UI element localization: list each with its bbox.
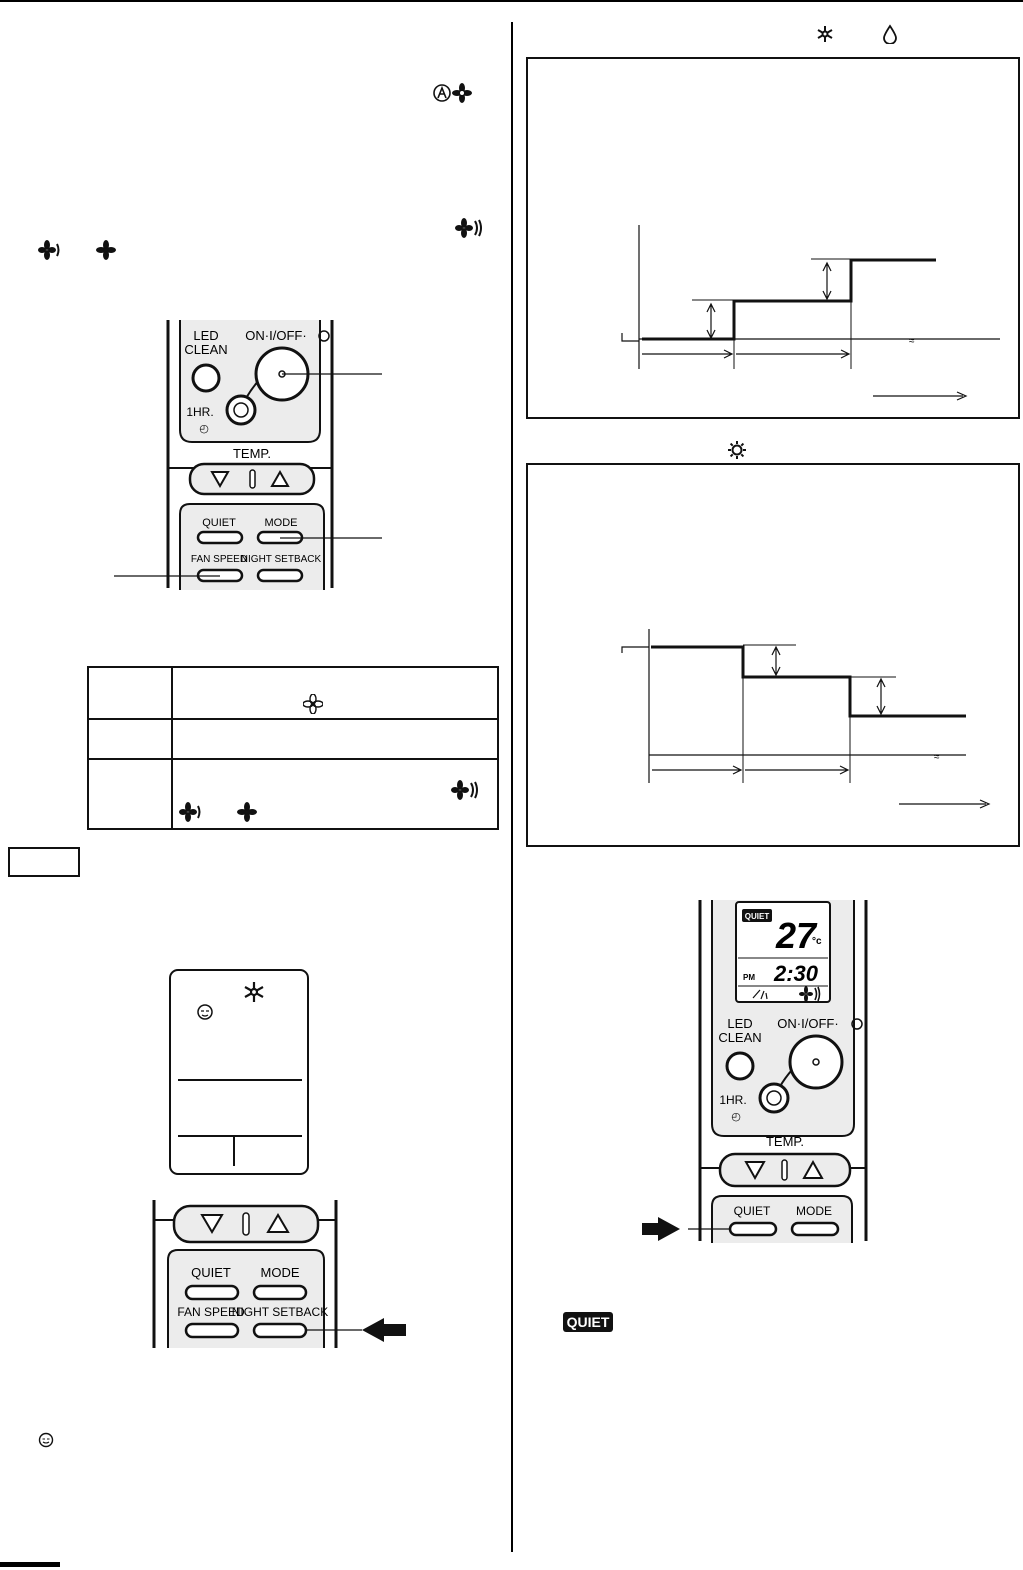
temp-up-icon (270, 469, 290, 487)
on-off-button[interactable] (788, 1034, 844, 1090)
led-clean-button[interactable] (725, 1051, 755, 1081)
on-off-label: ON·I/OFF· (245, 328, 306, 343)
cool-icon (244, 982, 264, 1002)
table-cell (87, 758, 173, 830)
fan-speed-label: FAN SPEED (191, 554, 247, 565)
table-row (87, 718, 499, 760)
temp-label: TEMP. (233, 446, 271, 461)
column-divider (511, 22, 513, 1552)
fan-outline-icon (303, 694, 323, 714)
auto-fan-icon (433, 84, 451, 105)
temp-label: TEMP. (766, 1134, 804, 1149)
fan-high-icon (451, 780, 478, 800)
mode-label: MODE (261, 1265, 300, 1280)
display-quiet-badge: QUIET (745, 912, 770, 921)
clean-label: CLEAN (184, 342, 227, 357)
table-cell (87, 666, 173, 720)
fan-speed-button[interactable] (184, 1322, 240, 1339)
one-hour-timer-button[interactable] (225, 394, 257, 426)
display-time: 2:30 (773, 961, 819, 986)
fan-low-icon (96, 240, 116, 265)
mode-button[interactable] (252, 1284, 308, 1301)
arrow-right-icon (642, 1217, 680, 1241)
cool-icon (815, 24, 835, 49)
quiet-badge (742, 909, 772, 922)
power-indicator-icon (318, 330, 330, 342)
night-setback-label: NIGHT SETBACK (232, 1305, 328, 1319)
remote-control-lower-illustration: QUIET MODE FAN SPEED NIGHT SETBACK (152, 1200, 406, 1348)
arrow-left-icon (362, 1318, 406, 1342)
fan-high-icon (799, 986, 821, 1002)
display-unit: °c (812, 936, 822, 947)
table-cell (171, 758, 499, 830)
mode-label: MODE (796, 1204, 832, 1218)
quiet-button[interactable] (728, 1221, 778, 1237)
one-hour-label: 1HR. (719, 1093, 746, 1107)
dry-icon (882, 24, 898, 49)
table-row (87, 758, 499, 830)
display-temperature: 27 (775, 915, 818, 956)
lcd-display-illustration (169, 969, 309, 1175)
temp-up-icon (802, 1159, 824, 1179)
clock-icon: ◴ (199, 423, 209, 435)
night-setback-button[interactable] (252, 1322, 308, 1339)
quiet-label: QUIET (734, 1204, 771, 1218)
led-clean-button[interactable] (191, 363, 221, 393)
led-label: LED (193, 328, 218, 343)
mode-label: MODE (265, 517, 298, 529)
clean-label: CLEAN (718, 1030, 761, 1045)
fan-icon (452, 83, 472, 106)
sleep-icon (38, 1432, 54, 1453)
temp-down-icon (200, 1214, 224, 1234)
one-hour-label: 1HR. (186, 405, 213, 419)
fan-speed-table (87, 666, 499, 830)
temp-down-icon (210, 471, 230, 489)
note-box (8, 847, 80, 877)
led-label: LED (727, 1016, 752, 1031)
temp-up-icon (266, 1213, 290, 1233)
table-cell (171, 718, 499, 760)
on-off-label: ON·I/OFF· (777, 1016, 838, 1031)
swing-icon (752, 989, 768, 1000)
fan-speed-label: FAN SPEED (177, 1305, 245, 1319)
top-rule (0, 0, 1023, 2)
cooling-step-diagram: ≈ (526, 57, 1020, 419)
mode-button[interactable] (790, 1221, 840, 1237)
fan-medium-icon (38, 240, 62, 265)
remote-control-illustration: LED CLEAN ON·I/OFF· 1HR. ◴ TEMP. QUIET M… (114, 320, 382, 590)
quiet-badge-text: QUIET (566, 1314, 610, 1330)
page-number-bar (0, 1562, 60, 1567)
table-row (87, 666, 499, 720)
quiet-button[interactable] (184, 1284, 240, 1301)
display-period: PM (743, 973, 755, 982)
heat-icon (727, 440, 747, 465)
clock-icon: ◴ (731, 1111, 741, 1123)
night-setback-button[interactable] (256, 568, 304, 583)
sleep-icon (197, 1004, 213, 1020)
power-indicator-icon (851, 1018, 863, 1030)
table-cell (87, 718, 173, 760)
fan-low-icon (237, 802, 257, 822)
quiet-badge-inline: QUIET (563, 1312, 613, 1332)
temp-down-icon (744, 1161, 766, 1181)
table-cell (171, 666, 499, 720)
night-setback-label: NIGHT SETBACK (241, 554, 322, 565)
axis-break-icon: ≈ (909, 336, 915, 347)
one-hour-timer-button[interactable] (758, 1082, 790, 1114)
heating-step-diagram: ≈ (526, 463, 1020, 847)
axis-break-icon: ≈ (934, 752, 940, 763)
remote-with-display-illustration: QUIET 27 °c PM 2:30 LED CLEAN ON·I/OFF· … (642, 900, 868, 1243)
lcd-screen (735, 901, 831, 1003)
quiet-label: QUIET (191, 1265, 231, 1280)
quiet-label: QUIET (202, 517, 236, 529)
fan-medium-icon (179, 802, 201, 822)
fan-high-icon (455, 218, 483, 243)
quiet-button[interactable] (196, 530, 244, 545)
